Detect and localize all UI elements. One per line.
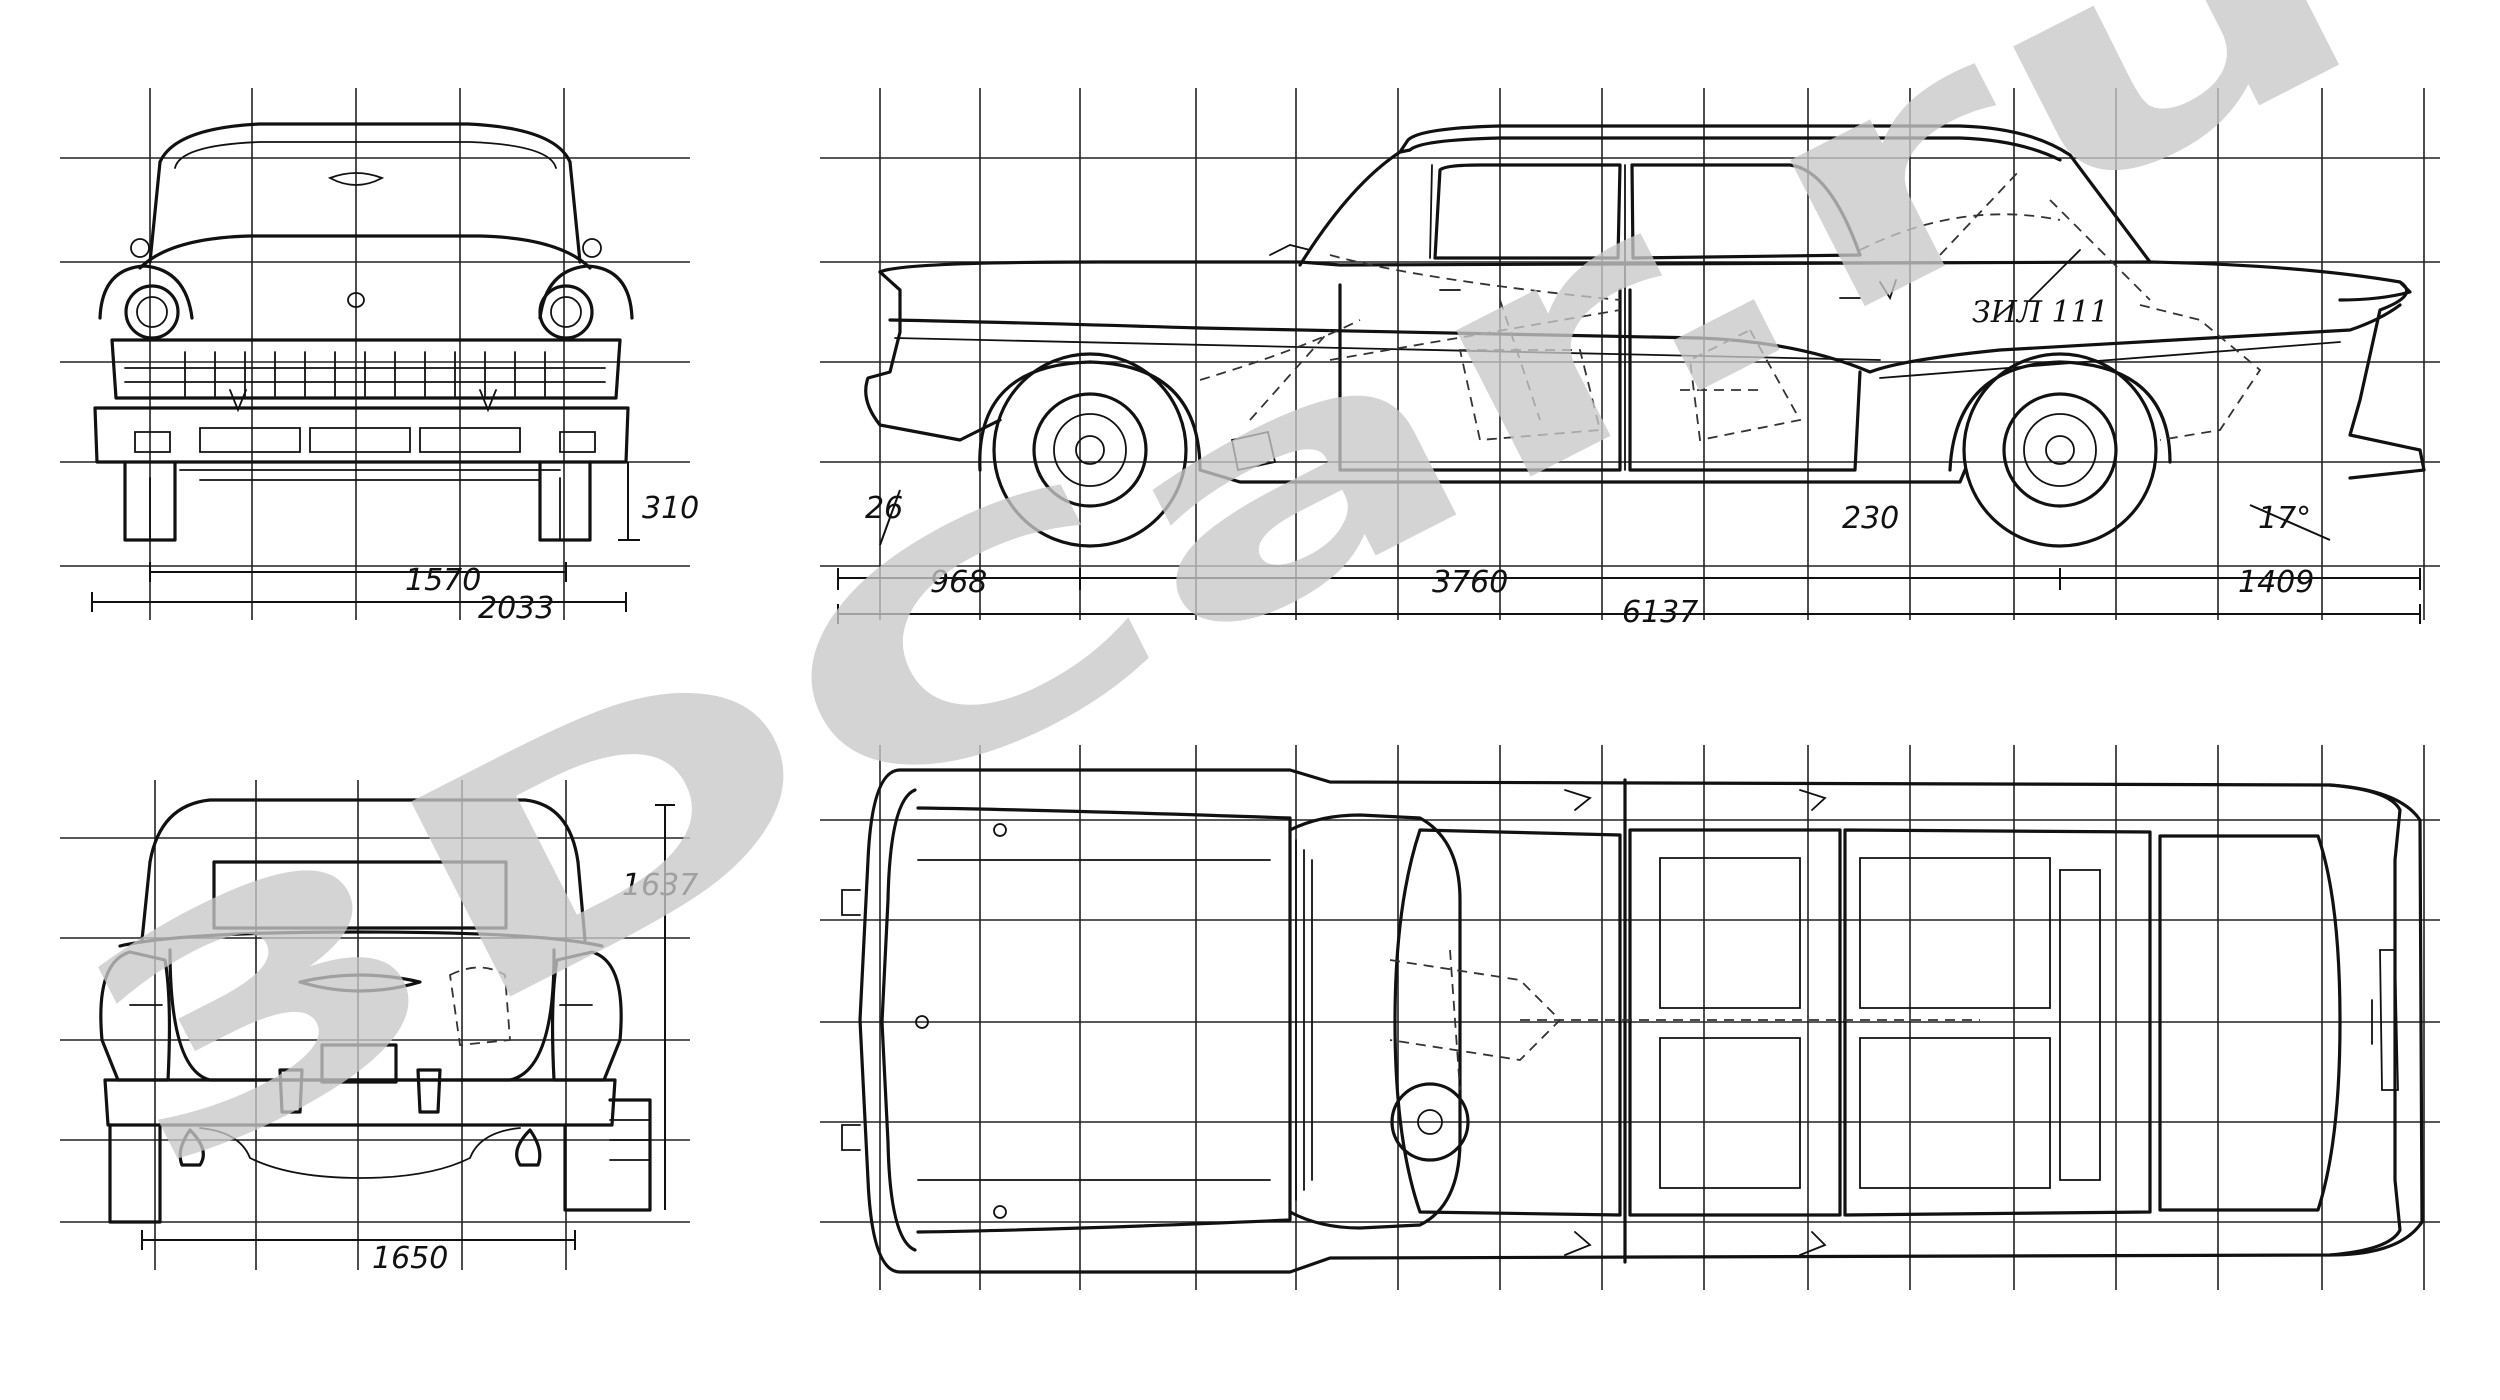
front-view bbox=[93, 122, 634, 542]
front-overhang-label: 968 bbox=[930, 565, 987, 600]
ground-clearance-label: 310 bbox=[642, 491, 699, 526]
overall-length-label: 6137 bbox=[1622, 595, 1698, 630]
side-view: ЗИЛ 111 bbox=[864, 124, 2426, 548]
min-clearance-label: 230 bbox=[1842, 501, 1899, 536]
departure-angle-label: 17° bbox=[2258, 501, 2311, 536]
front-track-label: 1570 bbox=[405, 563, 481, 598]
height-label: 1637 bbox=[622, 868, 698, 903]
rear-track-label: 1650 bbox=[372, 1241, 448, 1276]
approach-angle-label: 26 bbox=[865, 491, 903, 526]
top-view bbox=[841, 768, 2424, 1274]
dimension-labels: 310 1570 2033 26 230 17° 968 3760 1409 6… bbox=[372, 491, 2314, 1276]
rear-view bbox=[99, 798, 652, 1224]
wheelbase-label: 3760 bbox=[1432, 565, 1508, 600]
side-badge: ЗИЛ 111 bbox=[1972, 295, 2109, 330]
dimension-lines bbox=[91, 462, 2421, 1250]
watermark: 3DCar.ru bbox=[24, 0, 2410, 1243]
rear-overhang-label: 1409 bbox=[2238, 565, 2314, 600]
overall-width-label: 2033 bbox=[478, 591, 554, 626]
